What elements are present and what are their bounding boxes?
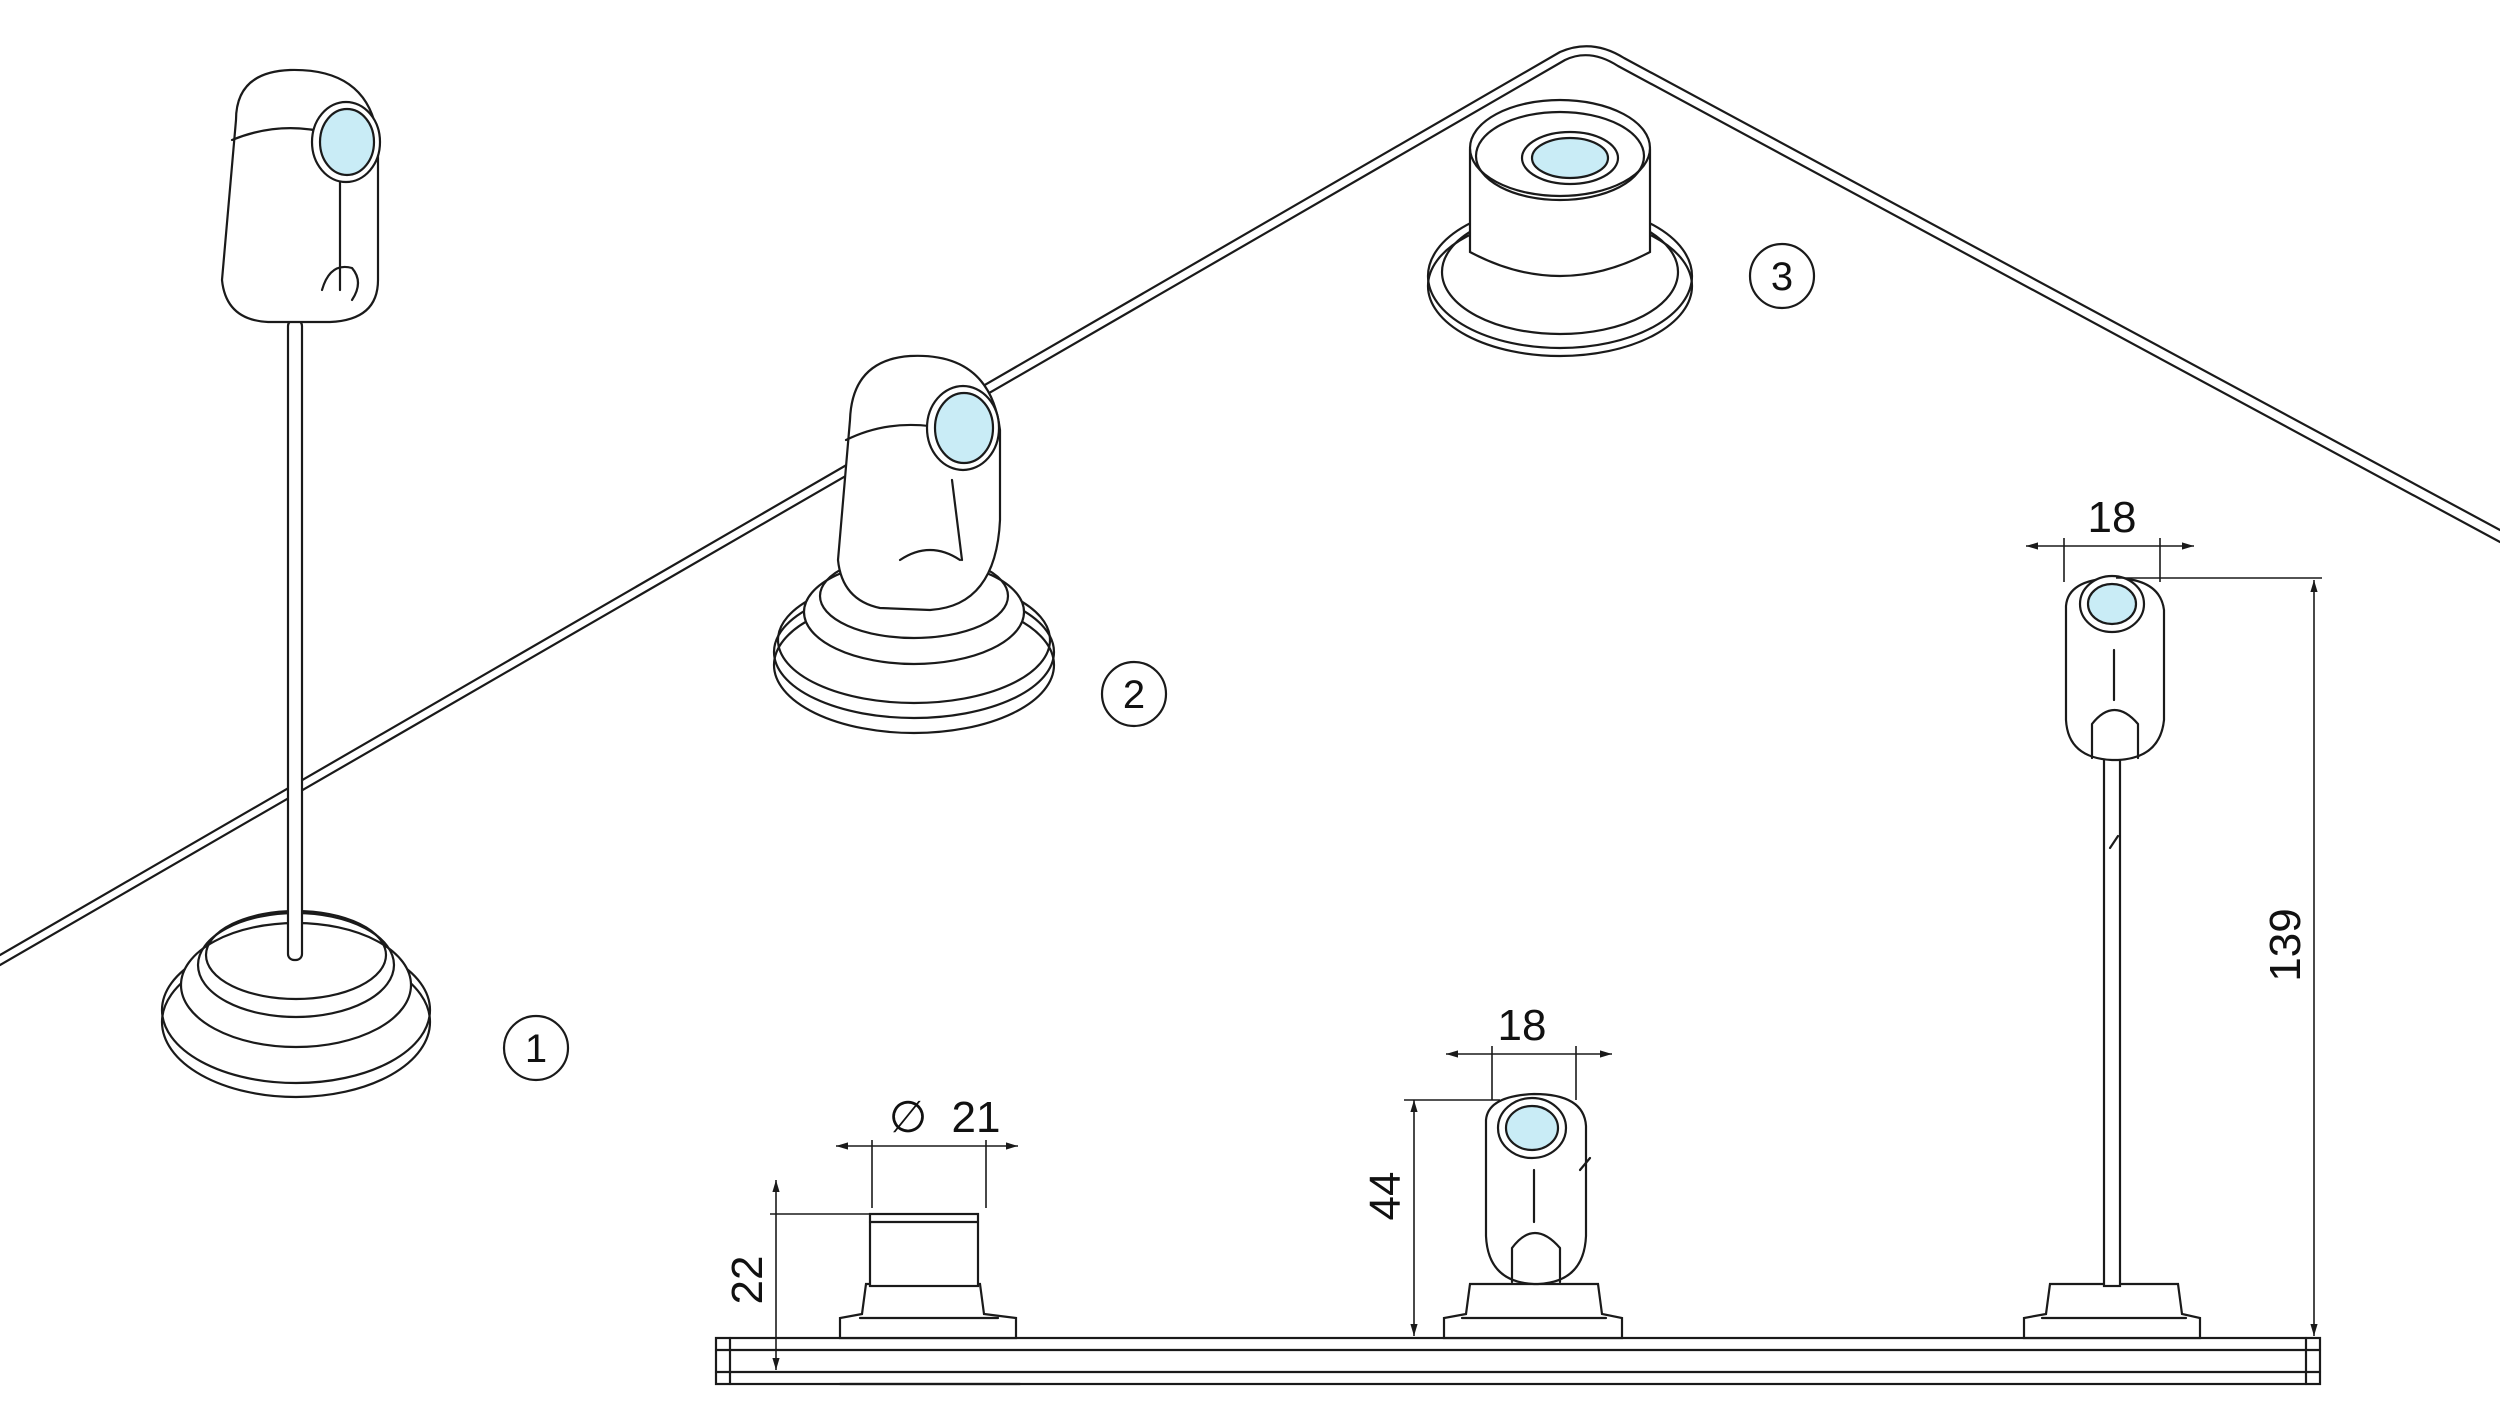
callout-1: 1 — [502, 1014, 570, 1082]
side-view-rail — [714, 1336, 2322, 1386]
break-tick — [2108, 834, 2120, 850]
diameter-symbol: ∅ — [889, 1093, 927, 1142]
side-lamp-swivel — [1442, 1092, 1624, 1340]
callout-3-label: 3 — [1771, 255, 1793, 299]
lamp-swivel-isometric — [772, 354, 1056, 735]
dim-head-width-tall: 18 — [2026, 493, 2194, 582]
dim-base-height-label: 22 — [723, 1256, 772, 1305]
callout-3: 3 — [1748, 242, 1816, 310]
dim-head-height-middle-label: 44 — [1361, 1172, 1410, 1221]
callout-2-label: 2 — [1123, 673, 1145, 717]
side-lamp-recessed — [838, 1212, 1018, 1340]
dim-base-diameter: ∅ 21 — [836, 1093, 1018, 1208]
callout-1-label: 1 — [525, 1027, 547, 1071]
dim-head-width-middle-label: 18 — [1498, 1001, 1547, 1050]
dim-head-width-middle: 18 — [1446, 1001, 1612, 1100]
break-tick — [1578, 1156, 1592, 1172]
dim-total-height-tall: 139 — [2116, 577, 2322, 1336]
lamp-pole-isometric — [160, 68, 432, 1099]
lamp-recessed-isometric — [1426, 98, 1694, 358]
lens-icon — [933, 391, 995, 465]
side-lamp-pole — [2022, 574, 2202, 1340]
callout-2: 2 — [1100, 660, 1168, 728]
dim-head-width-tall-label: 18 — [2088, 493, 2137, 542]
dim-base-height: 22 — [723, 1180, 870, 1370]
dim-head-height-middle: 44 — [1361, 1099, 1500, 1336]
dim-base-diameter-label: 21 — [952, 1093, 1001, 1142]
plate-outline — [0, 45, 2500, 967]
lens-icon — [1504, 1104, 1560, 1152]
dim-total-height-tall-label: 139 — [2261, 908, 2310, 981]
lens-icon — [318, 107, 376, 177]
lens-icon — [1530, 136, 1610, 180]
lens-icon — [2086, 582, 2138, 626]
